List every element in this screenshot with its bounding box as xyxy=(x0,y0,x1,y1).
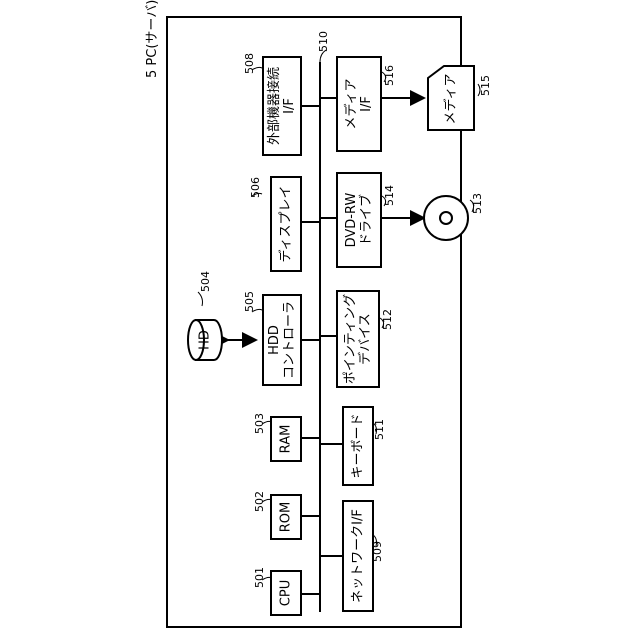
media-if-line1: メディア xyxy=(344,78,359,129)
external-if-block: 外部機器接続 I/F xyxy=(262,56,302,156)
pointing-line1: ポインティング xyxy=(343,294,358,384)
bus-ref: 510 xyxy=(318,31,329,52)
hdd-controller-ref: 505 xyxy=(244,291,255,312)
hd-label-wrap: HD xyxy=(188,320,222,360)
hd-ref-text: 504 xyxy=(199,271,212,292)
rom-block: ROM xyxy=(270,494,302,540)
rom-label: ROM xyxy=(279,502,294,532)
hdd-controller-line1: HDD xyxy=(267,301,282,379)
hdd-controller-block: HDD コントローラ xyxy=(262,294,302,386)
hd-label: HD xyxy=(198,330,213,350)
dvd-drive-ref-text: 514 xyxy=(383,185,396,206)
pointing-device-block: ポインティング デバイス xyxy=(336,290,380,388)
pointing-device-ref-text: 512 xyxy=(381,309,394,330)
keyboard-ref-text: 511 xyxy=(373,419,386,440)
rom-ref: 502 xyxy=(254,491,265,512)
display-block: ディスプレイ xyxy=(270,176,302,272)
dvd-disc-icon xyxy=(424,196,468,240)
external-if-ref-text: 508 xyxy=(243,53,256,74)
external-if-ref: 508 xyxy=(244,53,255,74)
ram-label: RAM xyxy=(279,425,294,454)
cpu-label: CPU xyxy=(279,580,294,606)
dvd-drive-line2: ドライブ xyxy=(359,193,374,248)
keyboard-ref: 511 xyxy=(374,419,385,440)
bus-ref-text: 510 xyxy=(317,31,330,52)
ram-block: RAM xyxy=(270,416,302,462)
external-if-line1: 外部機器接続 xyxy=(267,67,282,145)
network-if-block: ネットワークI/F xyxy=(342,500,374,612)
hd-ref: 504 xyxy=(200,271,211,292)
dvd-drive-line1: DVD-RW xyxy=(344,193,359,248)
media-ref: 515 xyxy=(480,75,491,96)
media-if-ref-text: 516 xyxy=(383,65,396,86)
network-if-ref: 509 xyxy=(372,541,383,562)
pointing-device-ref: 512 xyxy=(382,309,393,330)
pointing-line2: デバイス xyxy=(358,294,373,384)
media-label: メディア xyxy=(444,73,459,124)
media-if-line2: I/F xyxy=(359,78,374,129)
cpu-block: CPU xyxy=(270,570,302,616)
ram-ref-text: 503 xyxy=(253,413,266,434)
media-ref-text: 515 xyxy=(479,75,492,96)
cpu-ref-text: 501 xyxy=(253,567,266,588)
display-ref-text: 506 xyxy=(249,177,262,198)
dvd-drive-ref: 514 xyxy=(384,185,395,206)
media-if-block: メディア I/F xyxy=(336,56,382,152)
network-if-ref-text: 509 xyxy=(371,541,384,562)
keyboard-label: キーボード xyxy=(351,413,366,478)
dvd-disc-ref-text: 513 xyxy=(471,193,484,214)
network-if-label: ネットワークI/F xyxy=(351,509,366,603)
cpu-ref: 501 xyxy=(254,567,265,588)
display-label: ディスプレイ xyxy=(279,185,294,262)
hdd-controller-line2: コントローラ xyxy=(282,301,297,379)
media-label-wrap: メディア xyxy=(430,70,472,128)
keyboard-block: キーボード xyxy=(342,406,374,486)
dvd-disc-ref: 513 xyxy=(472,193,483,214)
ram-ref: 503 xyxy=(254,413,265,434)
dvd-drive-block: DVD-RW ドライブ xyxy=(336,172,382,268)
external-if-line2: I/F xyxy=(282,67,297,145)
display-ref: 506 xyxy=(250,177,261,198)
rom-ref-text: 502 xyxy=(253,491,266,512)
hdd-controller-ref-text: 505 xyxy=(243,291,256,312)
media-if-ref: 516 xyxy=(384,65,395,86)
